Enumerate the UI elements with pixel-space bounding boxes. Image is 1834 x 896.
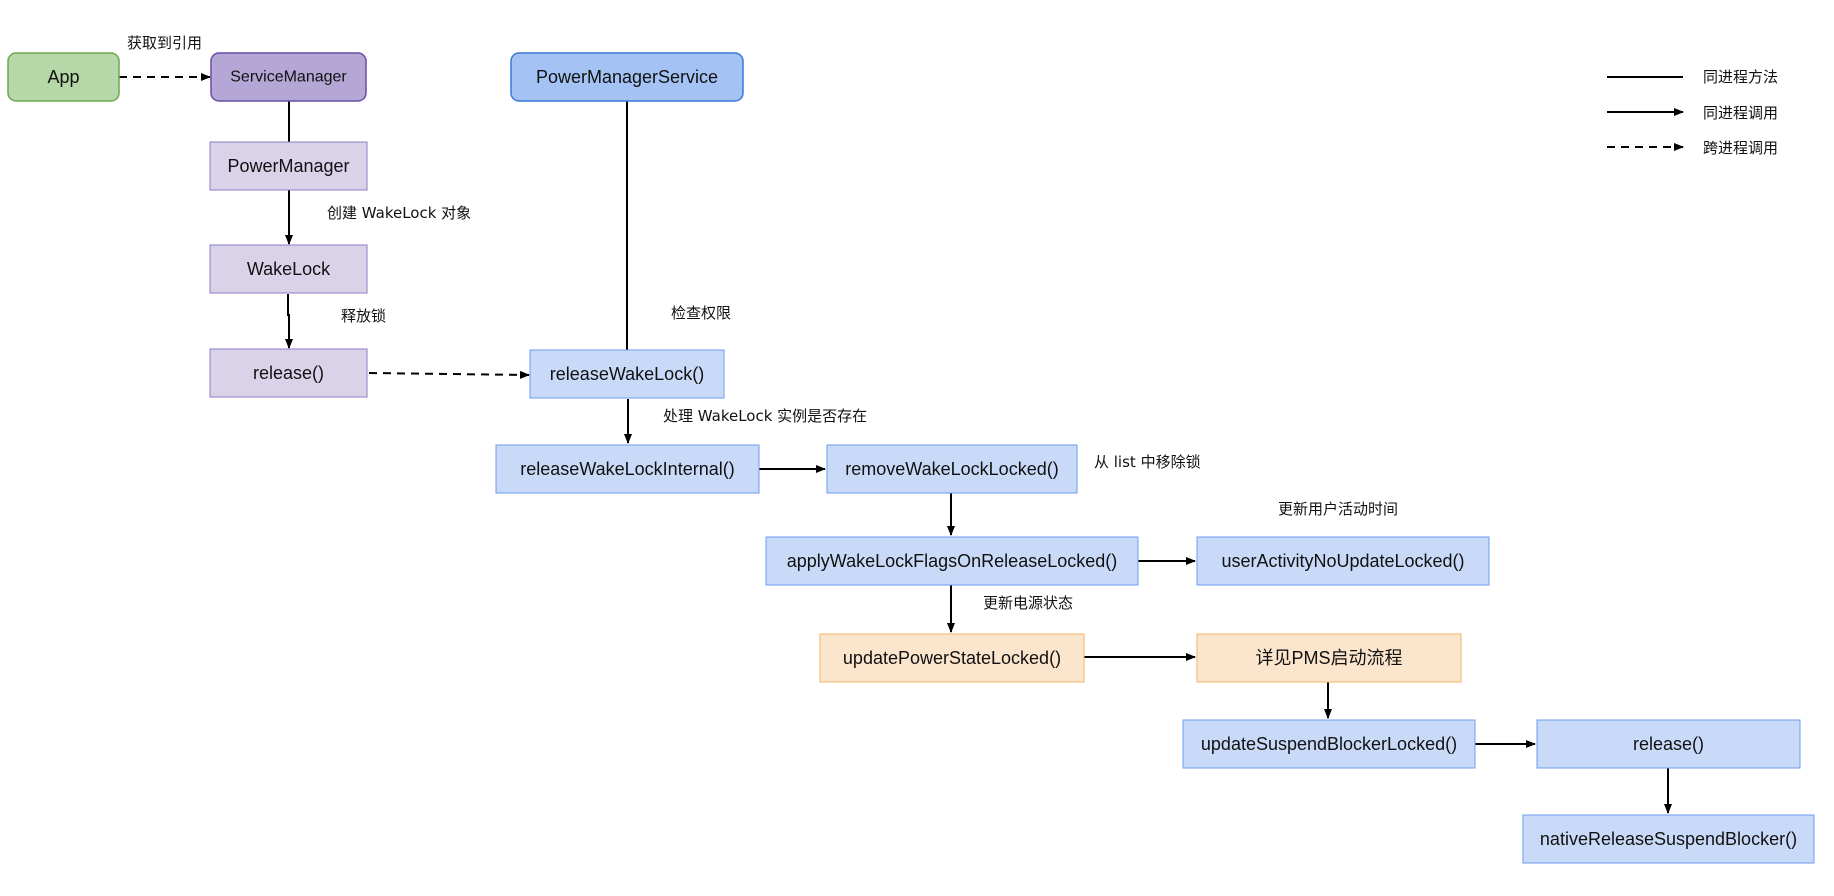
node-native-release-suspend-blocker-label: nativeReleaseSuspendBlocker() <box>1540 829 1797 849</box>
node-release-client-label: release() <box>253 363 324 383</box>
node-wakelock-label: WakeLock <box>247 259 331 279</box>
node-wakelock: WakeLock <box>209 244 368 294</box>
node-update-power-state: updatePowerStateLocked() <box>819 633 1085 683</box>
node-service-manager-label: ServiceManager <box>230 69 347 86</box>
node-release-wakelock: releaseWakeLock() <box>529 349 725 399</box>
node-remove-wakelock-locked: removeWakeLockLocked() <box>826 444 1078 494</box>
node-update-suspend-blocker-label: updateSuspendBlockerLocked() <box>1201 734 1457 754</box>
label-update-power-state: 更新电源状态 <box>983 594 1073 612</box>
label-create-wakelock: 创建 WakeLock 对象 <box>327 204 471 222</box>
node-apply-flags-on-release-label: applyWakeLockFlagsOnReleaseLocked() <box>787 551 1118 571</box>
edges <box>119 73 1672 814</box>
node-release-wakelock-internal-label: releaseWakeLockInternal() <box>520 459 734 479</box>
label-check-permission: 检查权限 <box>671 304 731 322</box>
edge-release-to-releasewakelock <box>368 370 530 379</box>
node-power-manager: PowerManager <box>209 141 368 191</box>
node-power-manager-label: PowerManager <box>227 156 349 176</box>
node-update-suspend-blocker: updateSuspendBlockerLocked() <box>1182 719 1476 769</box>
label-remove-from-list: 从 list 中移除锁 <box>1094 453 1201 471</box>
label-release-lock: 释放锁 <box>341 307 386 325</box>
node-see-pms-startup-label: 详见PMS启动流程 <box>1255 648 1402 668</box>
label-handle-instance-exists: 处理 WakeLock 实例是否存在 <box>663 407 867 425</box>
node-release-client: release() <box>209 348 368 398</box>
legend-cross-process-call: 跨进程调用 <box>1703 139 1778 157</box>
node-update-power-state-label: updatePowerStateLocked() <box>843 648 1061 668</box>
node-release-wakelock-label: releaseWakeLock() <box>550 364 704 384</box>
node-power-manager-service: PowerManagerService <box>510 52 744 102</box>
node-service-manager: ServiceManager <box>210 52 367 102</box>
label-get-reference: 获取到引用 <box>127 34 202 52</box>
legend: 同进程方法 同进程调用 跨进程调用 <box>1607 68 1778 157</box>
node-remove-wakelock-locked-label: removeWakeLockLocked() <box>845 459 1058 479</box>
node-user-activity-no-update-label: userActivityNoUpdateLocked() <box>1221 551 1464 571</box>
node-see-pms-startup: 详见PMS启动流程 <box>1196 633 1462 683</box>
node-apply-flags-on-release: applyWakeLockFlagsOnReleaseLocked() <box>765 536 1139 586</box>
node-app: App <box>7 52 120 102</box>
node-power-manager-service-label: PowerManagerService <box>536 67 718 87</box>
edge-wakelock-to-release <box>285 294 293 349</box>
node-release-blocker: release() <box>1536 719 1801 769</box>
edge-labels: 获取到引用 创建 WakeLock 对象 释放锁 检查权限 处理 WakeLoc… <box>127 34 1398 612</box>
node-release-wakelock-internal: releaseWakeLockInternal() <box>495 444 760 494</box>
legend-same-process-method: 同进程方法 <box>1703 68 1778 86</box>
node-app-label: App <box>47 67 79 87</box>
label-update-user-activity: 更新用户活动时间 <box>1278 500 1398 518</box>
node-release-blocker-label: release() <box>1633 734 1704 754</box>
legend-same-process-call: 同进程调用 <box>1703 104 1778 122</box>
node-user-activity-no-update: userActivityNoUpdateLocked() <box>1196 536 1490 586</box>
node-native-release-suspend-blocker: nativeReleaseSuspendBlocker() <box>1522 814 1815 864</box>
